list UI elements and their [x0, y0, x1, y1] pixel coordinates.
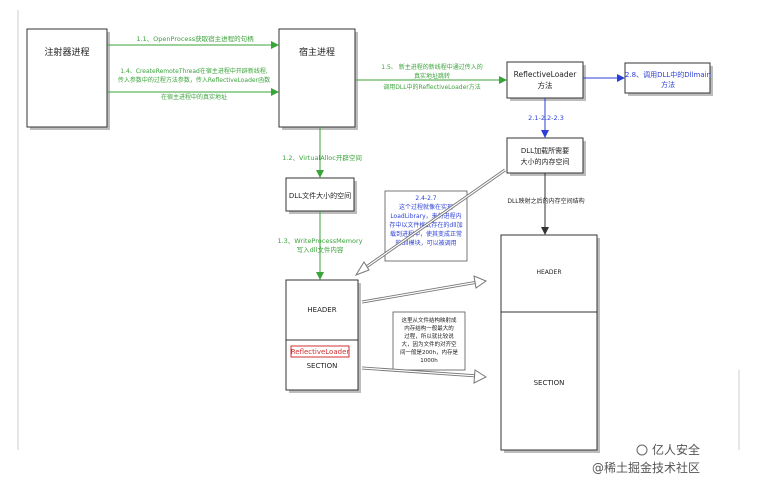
- host-process-label: 宿主进程: [299, 46, 335, 58]
- dll-load-space-box: DLL加载所需要 大小的内存空间: [506, 137, 586, 176]
- note2-line-3: 过程，所以就比较说: [404, 332, 454, 340]
- edge-1-5-label-2: 真实地址跳转: [414, 72, 450, 80]
- call-dllmain-label-1: 2.8、调用DLL中的Dllmain: [625, 70, 711, 79]
- host-process-box: 宿主进程: [278, 28, 358, 130]
- edge-section-map-arrow: [361, 366, 488, 384]
- edge-1-2-label: 1.2、VirtualAlloc开辟空间: [282, 153, 362, 162]
- injector-process-box: 注射器进程: [26, 28, 110, 130]
- reflective-loader-label-2: 方法: [538, 80, 553, 90]
- note2-line-6: 1000h: [420, 358, 438, 364]
- right-header-label: HEADER: [537, 269, 562, 276]
- injector-process-label: 注射器进程: [44, 46, 89, 58]
- call-dllmain-label-2: 方法: [661, 80, 675, 89]
- note1-line-6: 的dll模块，可以被调用: [395, 239, 456, 247]
- edge-1-3-label-2: 写入dll文件内容: [297, 245, 344, 254]
- note2-line-2: 内存结构一般最大的: [404, 324, 454, 332]
- dll-size-space-label: DLL文件大小的空间: [289, 191, 351, 200]
- note2-line-1: 这里从文件结构映射成: [401, 316, 457, 324]
- reflective-loader-box: ReflectiveLoader 方法: [506, 61, 586, 101]
- edge-1-1-label: 1.1、OpenProcess获取宿主进程的句柄: [136, 34, 254, 43]
- reflective-loader-label-1: ReflectiveLoader: [514, 70, 578, 79]
- dll-load-space-label-2: 大小的内存空间: [521, 157, 570, 166]
- edge-1-5-label-3: 调用DLL中的ReflectiveLoader方法: [383, 83, 480, 91]
- watermark-brand: 亿人安全: [652, 442, 700, 457]
- call-dllmain-box: 2.8、调用DLL中的Dllmain 方法: [624, 62, 713, 96]
- watermark: 亿人安全 @稀土掘金技术社区: [592, 442, 700, 475]
- note1-line-3: LoadLibrary，来将进程内: [390, 212, 461, 220]
- dll-size-space-box: DLL文件大小的空间: [285, 177, 357, 214]
- edge-1-4-label-2: 传入参数中的过程方法参数，传入ReflectiveLoader函数: [118, 76, 270, 84]
- edge-map-label: DLL映射之后的内存空间结构: [507, 197, 584, 205]
- note-alignment: 这里从文件结构映射成 内存结构一般最大的 过程，所以就比较说 大，因为文件的对齐…: [392, 311, 466, 371]
- left-section-label: SECTION: [307, 362, 338, 370]
- watermark-logo-icon: [636, 444, 648, 456]
- edge-diagonal-arrow: [354, 168, 506, 276]
- reflective-loader-tag-frame: [290, 345, 350, 358]
- watermark-community: @稀土掘金技术社区: [592, 460, 700, 475]
- left-header-label: HEADER: [307, 306, 336, 314]
- edge-1-3-label-1: 1.3、WriteProcessMemory: [277, 237, 362, 245]
- edge-2-1-label: 2.1-2.2-2.3: [528, 114, 564, 122]
- edge-1-5-label-1: 1.5、 新主进程的新线程中通过传入的: [381, 63, 482, 71]
- note2-line-4: 大，因为文件的对齐空: [401, 340, 457, 348]
- note1-line-1: 2.4-2.7: [415, 195, 436, 202]
- note1-line-5: 载到进程中，使其变成正常: [390, 230, 462, 238]
- left-memory-block: HEADER ReflectiveLoader SECTION: [285, 279, 361, 393]
- note1-line-2: 这个过程就像在实现: [399, 203, 453, 211]
- edge-header-map-arrow: [361, 275, 488, 304]
- note2-line-5: 间一般是200h，内存是: [400, 348, 458, 356]
- right-section-label: SECTION: [534, 379, 565, 387]
- edge-1-4-label-3: 在宿主进程中的真实地址: [161, 93, 227, 101]
- edge-1-4-label-1: 1.4、CreateRemoteThread在宿主进程中开辟新线程,: [120, 67, 268, 75]
- right-memory-block: HEADER SECTION: [500, 234, 600, 453]
- dll-load-space-label-1: DLL加载所需要: [521, 146, 569, 155]
- reflective-loader-tag: ReflectiveLoader: [291, 348, 350, 356]
